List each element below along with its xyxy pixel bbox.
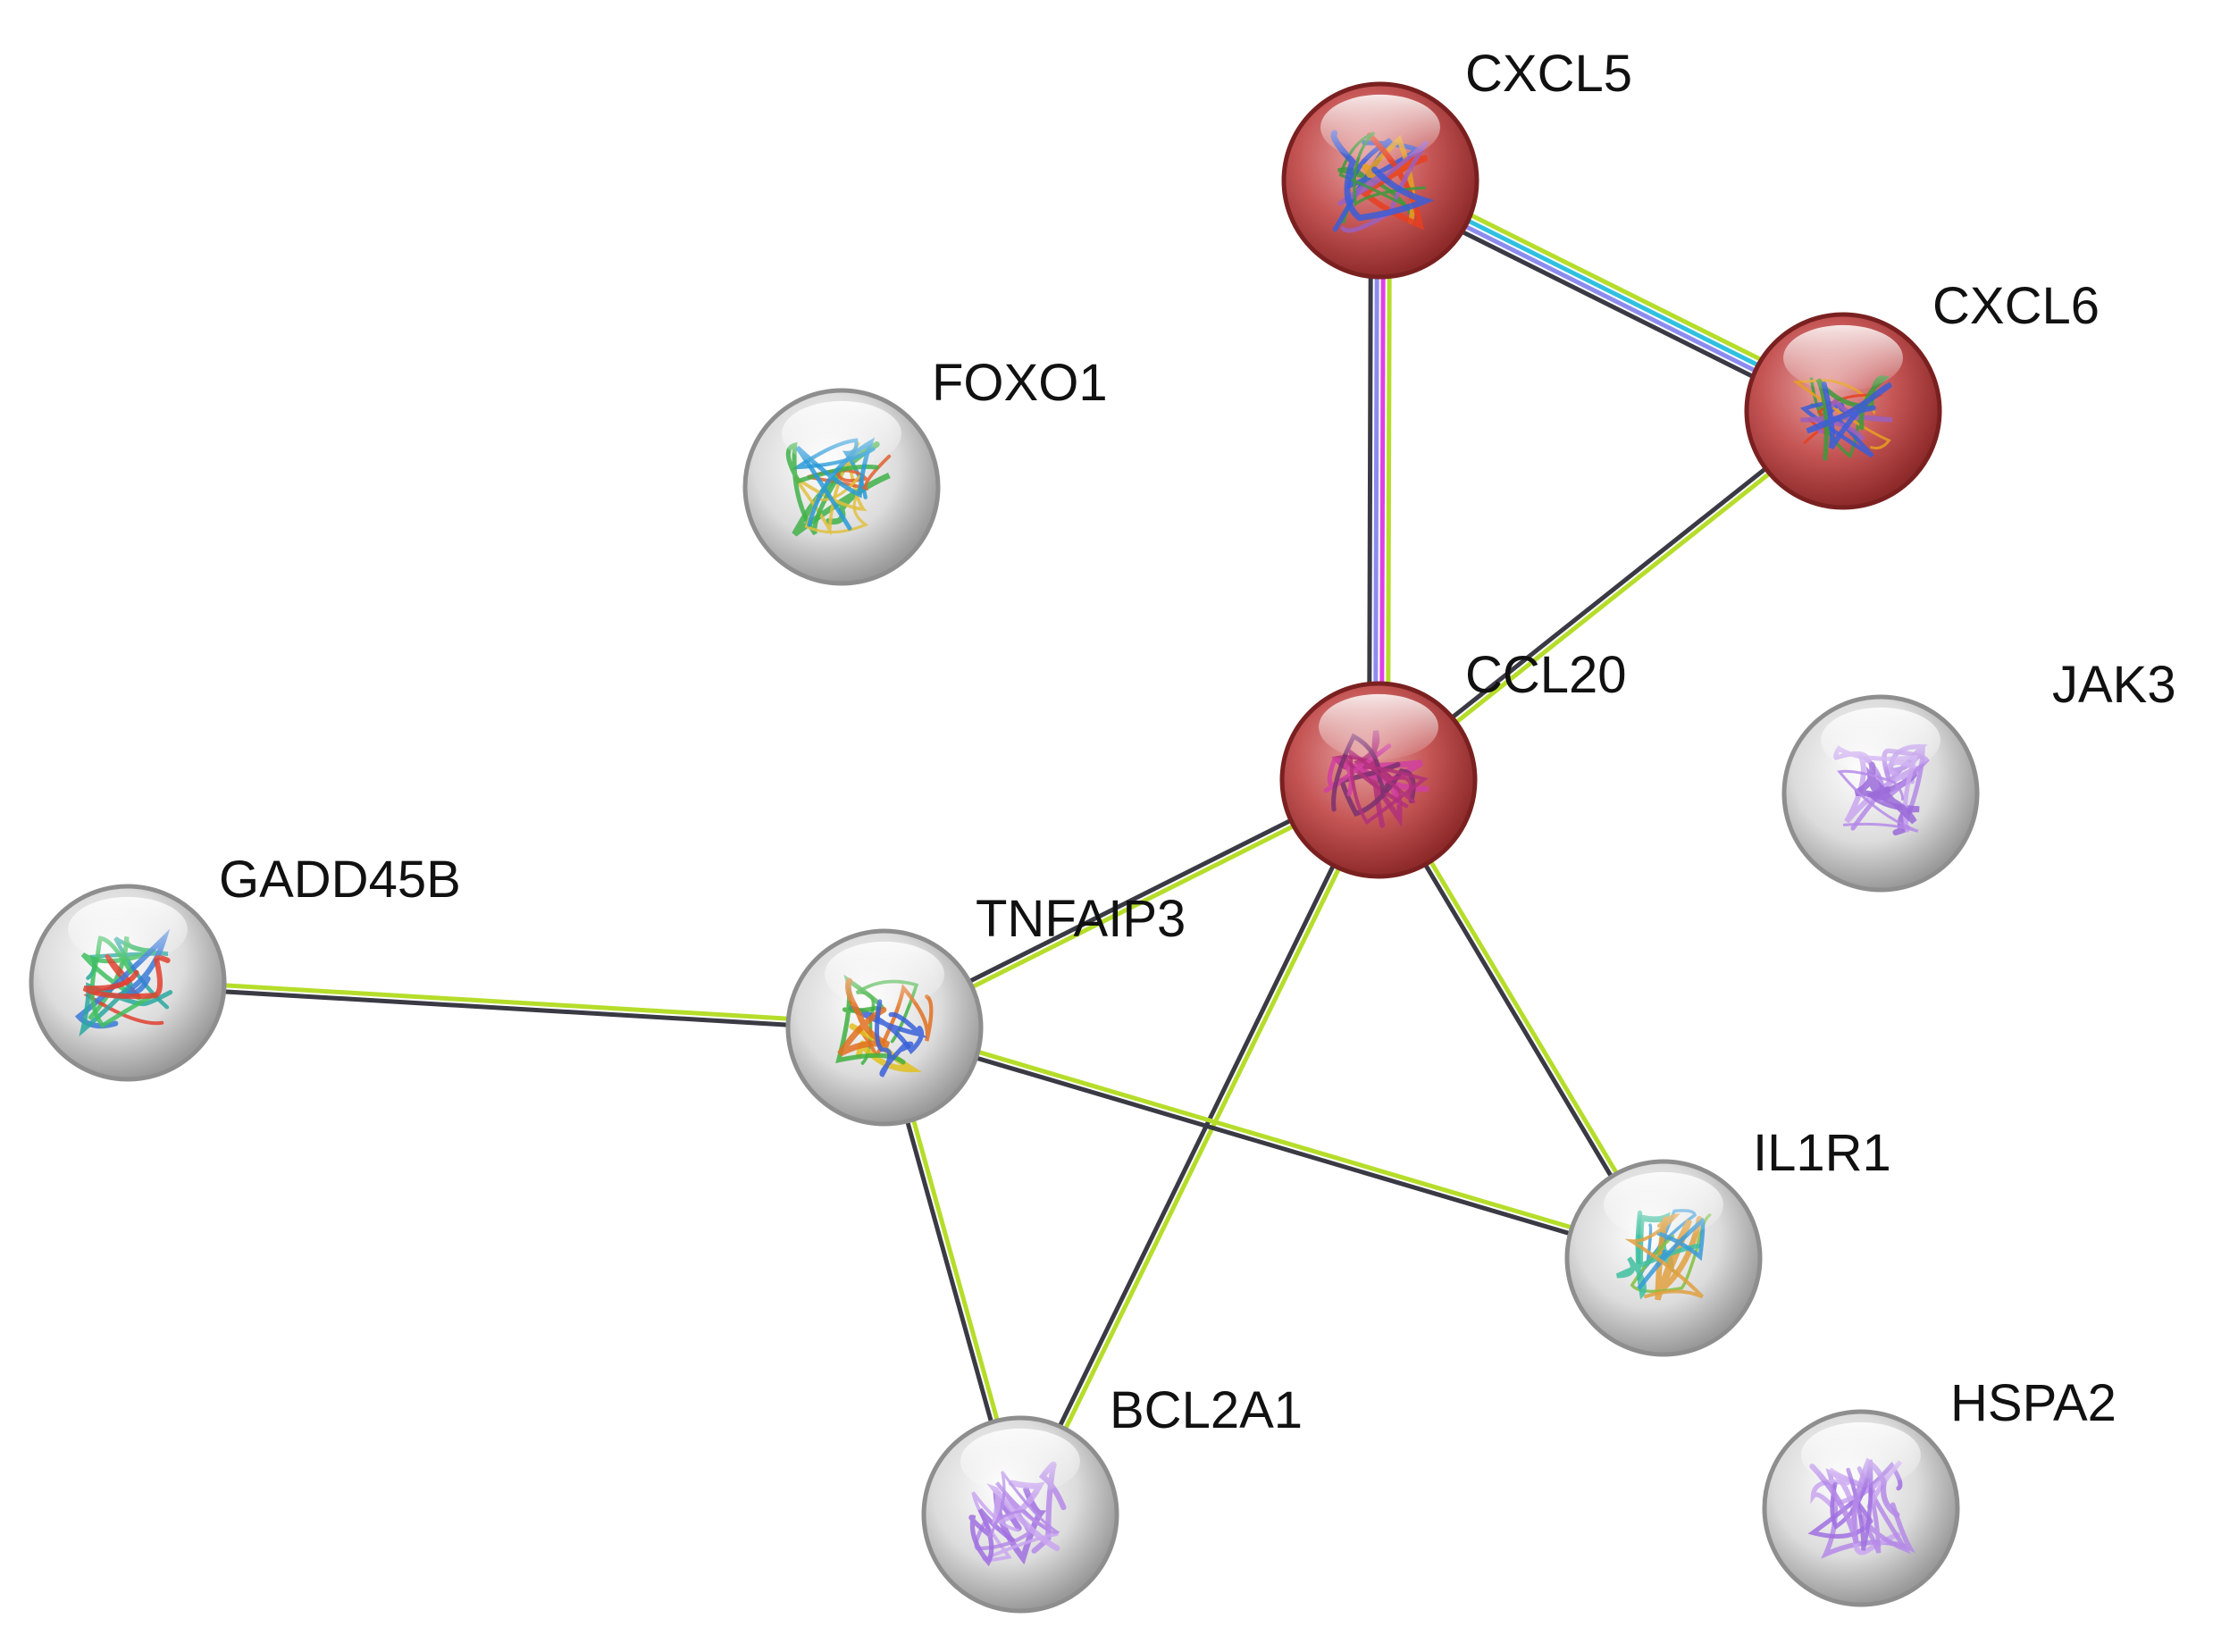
structure-strand: [1854, 761, 1917, 825]
protein-structure-icon: [1323, 730, 1429, 828]
node-gloss: [1319, 693, 1438, 760]
edge-evidence-coexpression: [1015, 776, 1379, 1515]
structure-strand: [1837, 769, 1919, 833]
edge-evidence-coexpression: [1367, 178, 1373, 783]
structure-strand: [795, 437, 876, 531]
node-hspa2[interactable]: HSPA2: [1762, 1374, 2116, 1607]
structure-strand: [82, 955, 171, 1000]
node-gloss: [1821, 707, 1940, 774]
node-jak3[interactable]: JAK3: [1781, 656, 2176, 893]
edge-evidence-textmining: [1378, 411, 1848, 785]
node-label: CXCL5: [1465, 45, 1632, 103]
node-label: BCL2A1: [1110, 1381, 1303, 1439]
node-label: TNFAIP3: [976, 890, 1186, 948]
node-label: JAK3: [2052, 656, 2176, 714]
node-cxcl6[interactable]: CXCL6: [1744, 277, 2100, 510]
node-gloss: [1801, 1421, 1921, 1488]
edge-cxcl5-ccl20[interactable]: [1367, 178, 1392, 783]
edge-evidence-homology: [1373, 178, 1379, 783]
node-gloss: [68, 896, 188, 963]
edge-evidence-textmining: [1020, 779, 1384, 1519]
node-gloss: [960, 1428, 1080, 1495]
node-label: HSPA2: [1950, 1374, 2116, 1432]
node-gloss: [825, 941, 944, 1008]
node-layer: CXCL5 CXCL6 FOXO1 CCL20 JAK3: [29, 45, 2176, 1614]
protein-structure-icon: [968, 1461, 1067, 1567]
node-ccl20[interactable]: CCL20: [1279, 646, 1627, 879]
node-label: CCL20: [1465, 646, 1627, 704]
structure-strand: [804, 474, 869, 534]
edge-evidence-coexpression: [881, 1027, 1665, 1263]
structure-strand: [1331, 733, 1392, 812]
structure-strand: [1806, 382, 1893, 449]
node-gloss: [1783, 324, 1903, 391]
structure-strand: [1630, 1213, 1712, 1294]
node-tnfaip3[interactable]: TNFAIP3: [785, 890, 1186, 1127]
node-gloss: [782, 400, 901, 467]
structure-strand: [1615, 1210, 1701, 1300]
edge-gadd45b-tnfaip3[interactable]: [125, 977, 887, 1033]
node-label: IL1R1: [1753, 1124, 1891, 1182]
node-cxcl5[interactable]: CXCL5: [1281, 45, 1632, 280]
node-label: CXCL6: [1932, 277, 2100, 335]
edge-evidence-coexpression: [1374, 406, 1844, 780]
node-label: FOXO1: [932, 354, 1108, 412]
edge-evidence-textmining: [883, 1022, 1667, 1258]
node-foxo1[interactable]: FOXO1: [742, 354, 1108, 586]
structure-strand: [874, 999, 914, 1078]
edge-evidence-experimental: [1379, 178, 1386, 783]
node-gadd45b[interactable]: GADD45B: [29, 851, 461, 1082]
node-gloss: [1604, 1171, 1723, 1238]
structure-strand: [1348, 748, 1429, 826]
structure-strand: [968, 1507, 1016, 1567]
structure-strand: [837, 977, 891, 1057]
node-il1r1[interactable]: IL1R1: [1564, 1124, 1891, 1357]
node-gloss: [1320, 94, 1440, 161]
edge-tnfaip3-il1r1[interactable]: [881, 1022, 1667, 1263]
node-label: GADD45B: [219, 851, 461, 909]
edge-evidence-textmining: [1386, 178, 1392, 783]
node-bcl2a1[interactable]: BCL2A1: [921, 1381, 1303, 1614]
edge-evidence-textmining: [125, 977, 887, 1027]
edge-cxcl6-ccl20[interactable]: [1374, 406, 1848, 785]
edge-evidence-coexpression: [125, 983, 887, 1033]
edge-ccl20-bcl2a1[interactable]: [1015, 776, 1384, 1519]
structure-strand: [971, 1491, 1059, 1562]
